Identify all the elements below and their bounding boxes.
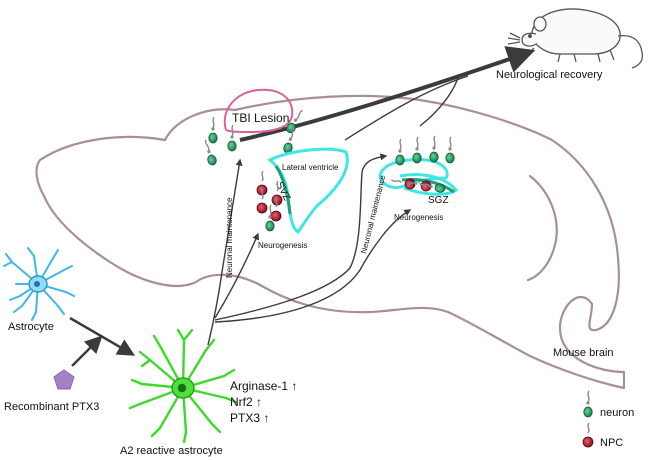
- nrf2-label: Nrf2 ↑: [230, 395, 262, 409]
- neuron-icon: [227, 124, 237, 152]
- arginase-label: Arginase-1 ↑: [230, 379, 297, 393]
- mouse-icon: [507, 8, 644, 69]
- tbi-lesion-region: [223, 88, 294, 134]
- arrow-lesion-to-recovery: [239, 46, 536, 142]
- legend-neuron-label: neuron: [600, 407, 634, 419]
- sgz-label: SGZ: [428, 195, 449, 206]
- brain-outline: [35, 94, 626, 390]
- arrow-astrocyte-to-a2: [69, 316, 136, 356]
- arrow-ptx3-to-activation: [71, 335, 103, 367]
- astrocyte-icon: [3, 247, 75, 321]
- svz-npcs: [256, 170, 283, 232]
- arrow-sgz-to-recovery: [419, 77, 459, 127]
- ptx3-label: PTX3 ↑: [230, 411, 269, 425]
- neurological-recovery-label: Neurological recovery: [496, 69, 603, 81]
- legend: neuron NPC: [582, 390, 634, 449]
- dentate-gyrus-shape: [399, 173, 459, 196]
- arrow-to-lesion: [207, 158, 243, 346]
- sgz-layer: [401, 178, 455, 194]
- lateral-ventricle-label: Lateral ventricle: [282, 163, 339, 172]
- arrow-to-svz: [214, 232, 260, 319]
- neuron-icon: [208, 116, 218, 144]
- neuron-icon: [445, 136, 455, 164]
- ptx3-pentagon-icon: [53, 369, 75, 390]
- neuron-icon: [412, 136, 422, 164]
- brain-inner-fold: [526, 174, 558, 282]
- arrow-to-hippocampus-maintenance: [214, 153, 388, 321]
- neuron-icon: [200, 138, 219, 167]
- neuron-icon: [429, 135, 439, 163]
- a2-reactive-astrocyte-label: A2 reactive astrocyte: [120, 445, 223, 457]
- legend-npc-icon: [582, 422, 594, 448]
- a2-reactive-astrocyte-icon: [128, 328, 238, 444]
- legend-npc-label: NPC: [600, 437, 623, 449]
- neuron-icon: [395, 138, 405, 166]
- mouse-brain-label: Mouse brain: [553, 347, 614, 359]
- recombinant-ptx3-label: Recombinant PTX3: [4, 401, 99, 413]
- arrow-to-sgz-neurogenesis: [214, 209, 412, 323]
- neurogenesis-right-label: Neurogenesis: [394, 213, 443, 222]
- svz-layer: [274, 165, 292, 215]
- neuronal-maintenance-left-label: Neuronal maintenance: [225, 197, 234, 278]
- neurogenesis-left-label: Neurogenesis: [258, 241, 307, 250]
- tbi-lesion-label: TBI Lesion: [232, 111, 289, 125]
- arrow-ventricle-to-recovery: [344, 75, 469, 141]
- astrocyte-label: Astrocyte: [8, 321, 54, 333]
- neuronal-maintenance-right-label: Neuronal maintenance: [359, 174, 387, 255]
- legend-neuron-icon: [583, 390, 593, 418]
